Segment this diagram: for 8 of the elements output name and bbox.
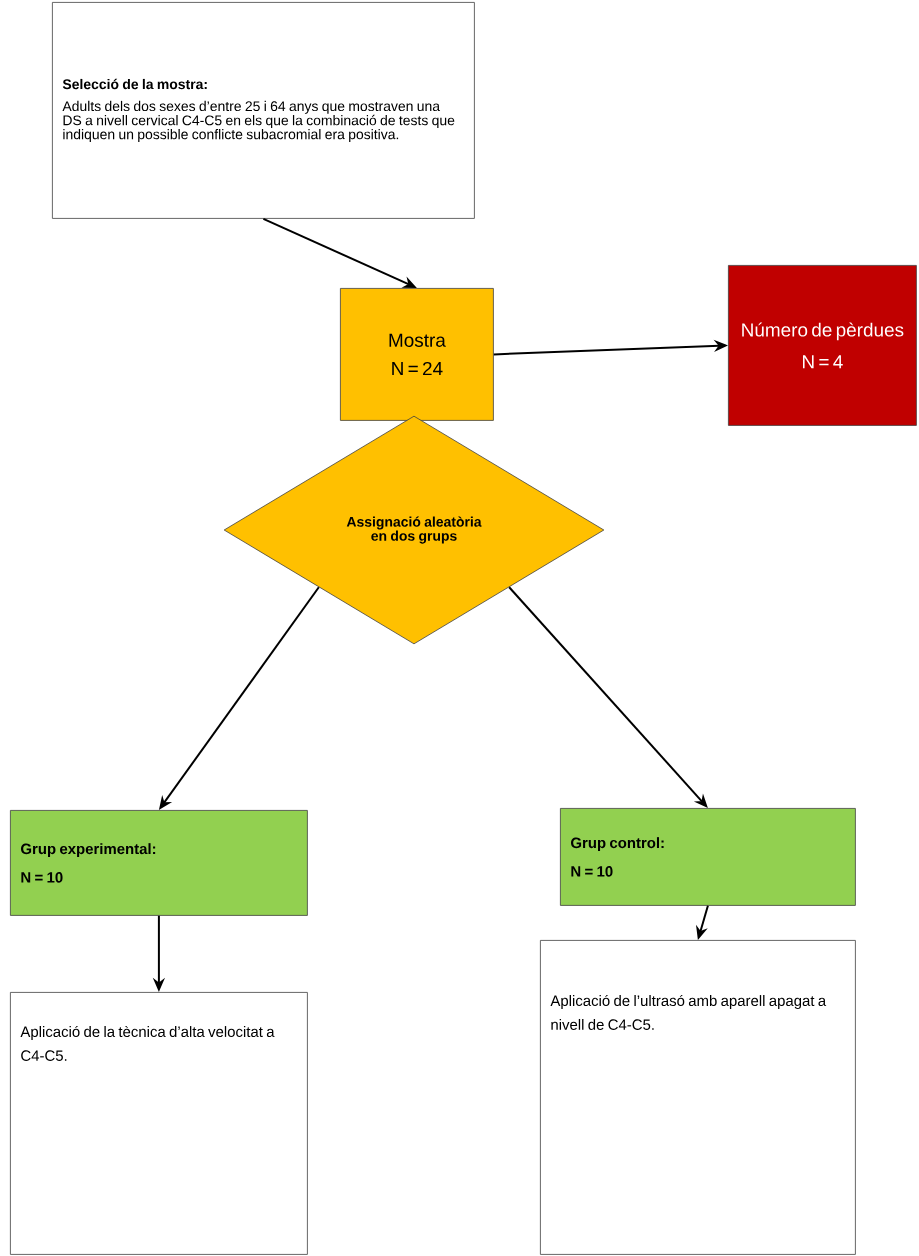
outcome-box: Aplicació de l’ultrasó amb aparell apagat a nivell de C4-C5.	[540, 940, 856, 1255]
group-box: Grup experimental: N = 10	[10, 810, 308, 916]
losses-box: Número de pèrdues N = 4	[728, 265, 917, 426]
arrow	[508, 586, 708, 808]
group-box: Grup control: N = 10	[560, 808, 856, 906]
selection-box: Selecció de la mostra: Adults dels dos sexes d’entre 25 i 64 anys que mostraven una DS a nivell cervical C4-C5 en els que la combinació de tests que indiquen un possible conflicte subacromial era positiva.	[52, 2, 475, 219]
outcome-box: Aplicació de la tècnica d’alta velocitat a C4-C5.	[10, 992, 308, 1255]
sample-box: Mostra N = 24	[340, 288, 494, 421]
